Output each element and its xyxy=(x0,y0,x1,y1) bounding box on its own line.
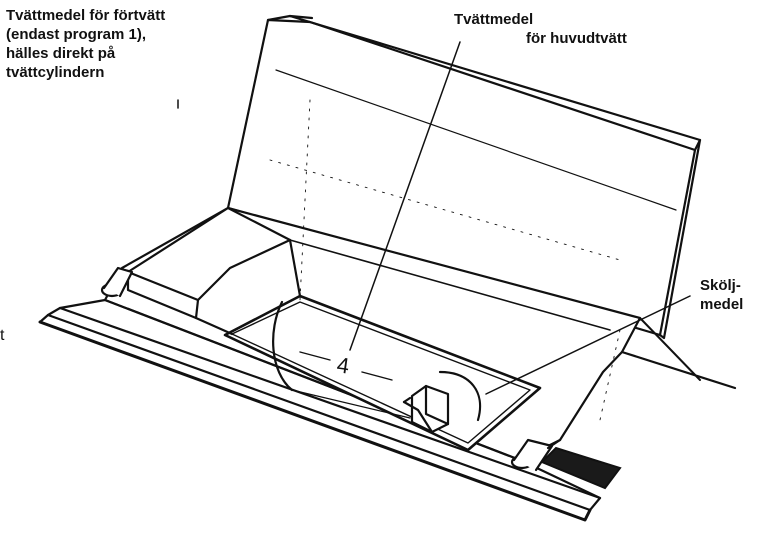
rinse-box xyxy=(402,384,450,434)
hinge-left xyxy=(100,266,134,298)
label-mainwash: Tvättmedel för huvudtvätt xyxy=(454,10,627,48)
front-panel xyxy=(38,298,602,522)
label-mainwash-line-2: för huvudtvätt xyxy=(526,30,627,47)
label-rinse-line-2: medel xyxy=(700,296,744,313)
compartment-number: 4 xyxy=(335,352,351,378)
control-slot xyxy=(540,446,622,490)
label-mainwash-line-1: Tvättmedel xyxy=(454,11,534,28)
label-prewash-line-4: tvättcylindern xyxy=(6,64,105,81)
label-prewash: Tvättmedel för förtvätt (endast program … xyxy=(6,6,165,82)
label-rinse-line-1: Skölj- xyxy=(700,277,741,294)
label-prewash-line-2: (endast program 1), xyxy=(6,26,147,43)
hinge-right xyxy=(510,438,562,472)
leader-lines xyxy=(177,41,691,395)
detergent-cylinder xyxy=(272,300,482,422)
edge-text-fragment: t xyxy=(0,327,5,344)
label-rinse: Skölj- medel xyxy=(700,276,743,314)
leader-rinse xyxy=(485,295,691,395)
guide-lines xyxy=(269,99,621,421)
label-prewash-line-3: hälles direkt på xyxy=(6,45,116,62)
label-prewash-line-1: Tvättmedel för förtvätt xyxy=(6,7,166,24)
leader-mainwash xyxy=(349,41,461,351)
